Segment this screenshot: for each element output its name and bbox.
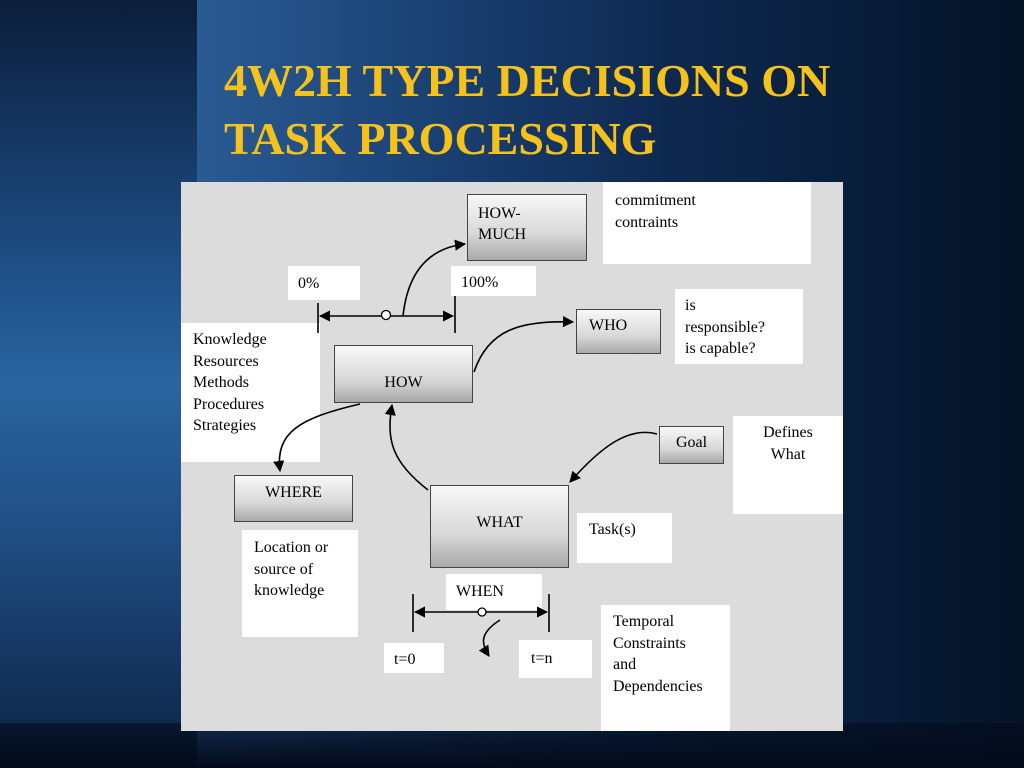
scale-label-t0: t=0 bbox=[384, 643, 444, 673]
slide-title: 4W2H TYPE DECISIONS ON TASK PROCESSING bbox=[224, 52, 830, 168]
node-how: HOW bbox=[334, 345, 473, 403]
note-commitment-constraints: commitment contraints bbox=[603, 182, 811, 264]
scale-label-100-percent: 100% bbox=[451, 266, 536, 296]
note-location-source: Location or source of knowledge bbox=[242, 530, 358, 637]
node-where: WHERE bbox=[234, 475, 353, 522]
arrow-how-to-where bbox=[273, 403, 361, 473]
when-scale-knob bbox=[477, 607, 487, 617]
arrow-to-how-much bbox=[402, 239, 467, 317]
node-what: WHAT bbox=[430, 485, 569, 568]
arrow-how-to-who bbox=[473, 316, 575, 373]
arrow-when-pointer bbox=[478, 619, 501, 657]
node-goal: Goal bbox=[659, 426, 724, 464]
note-tasks: Task(s) bbox=[577, 513, 672, 563]
background-left-band bbox=[0, 0, 197, 768]
slide-title-line-1: 4W2H TYPE DECISIONS ON bbox=[224, 55, 831, 106]
arrow-goal-to-what bbox=[569, 431, 658, 483]
note-temporal-constraints: Temporal Constraints and Dependencies bbox=[601, 605, 730, 731]
node-how-much: HOW- MUCH bbox=[467, 194, 587, 261]
scale-label-0-percent: 0% bbox=[288, 266, 360, 300]
scale-label-tn: t=n bbox=[519, 640, 592, 678]
arrow-what-to-how bbox=[384, 403, 429, 491]
slide-title-line-2: TASK PROCESSING bbox=[224, 113, 657, 164]
note-defines-what: Defines What bbox=[733, 416, 843, 514]
node-who: WHO bbox=[576, 309, 661, 354]
note-responsibility: is responsible? is capable? bbox=[675, 289, 803, 364]
when-label: WHEN bbox=[446, 574, 542, 610]
note-knowledge-resources: Knowledge Resources Methods Procedures S… bbox=[181, 323, 320, 462]
how-much-scale-knob bbox=[380, 309, 392, 321]
